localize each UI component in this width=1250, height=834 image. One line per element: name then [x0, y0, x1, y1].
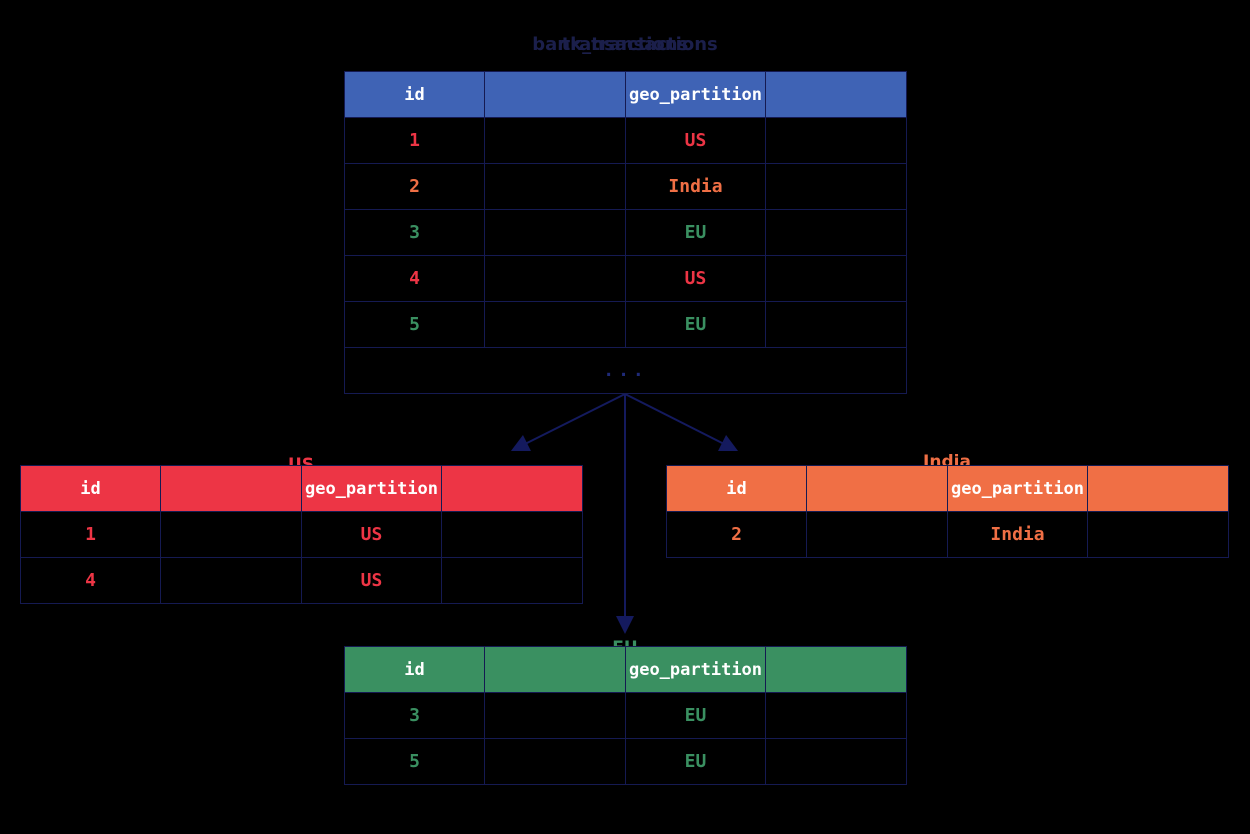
eu-partition-table: id geo_partition 3 EU 5 EU	[344, 646, 907, 785]
cell-blank-2	[441, 511, 583, 558]
table-header-row: id geo_partition	[666, 465, 1229, 512]
cell-id: 5	[344, 301, 485, 348]
table-row: 3 EU	[344, 692, 907, 739]
arrow-to-us	[510, 393, 626, 452]
cell-id: 4	[344, 255, 485, 302]
cell-blank-1	[484, 209, 626, 256]
cell-geo-partition: India	[947, 511, 1088, 558]
source-table-title-overlay: transactions	[561, 34, 689, 55]
source-table: id geo_partition 1 US 2 India 3	[344, 71, 907, 394]
column-header-geo-partition: geo_partition	[625, 646, 766, 693]
column-header-blank-2	[441, 465, 583, 512]
table-row: 5 EU	[344, 301, 907, 348]
cell-id: 2	[344, 163, 485, 210]
table-row: 1 US	[344, 117, 907, 164]
cell-blank-1	[484, 692, 626, 739]
column-header-blank-2	[1087, 465, 1229, 512]
cell-blank-1	[484, 163, 626, 210]
cell-geo-partition: EU	[625, 738, 766, 785]
cell-blank-1	[160, 511, 302, 558]
cell-blank-2	[765, 255, 907, 302]
cell-id: 4	[20, 557, 161, 604]
column-header-blank-1	[484, 646, 626, 693]
column-header-id: id	[666, 465, 807, 512]
cell-geo-partition: EU	[625, 209, 766, 256]
cell-id: 5	[344, 738, 485, 785]
cell-id: 1	[20, 511, 161, 558]
cell-id: 3	[344, 209, 485, 256]
cell-geo-partition: US	[301, 557, 442, 604]
column-header-geo-partition: geo_partition	[625, 71, 766, 118]
cell-id: 3	[344, 692, 485, 739]
table-row: 1 US	[20, 511, 583, 558]
cell-geo-partition: India	[625, 163, 766, 210]
cell-blank-2	[765, 163, 907, 210]
table-header-row: id geo_partition	[344, 646, 907, 693]
cell-geo-partition: EU	[625, 301, 766, 348]
cell-blank-2	[1087, 511, 1229, 558]
cell-blank-2	[441, 557, 583, 604]
cell-id: 2	[666, 511, 807, 558]
cell-blank-1	[484, 738, 626, 785]
column-header-blank-1	[160, 465, 302, 512]
column-header-id: id	[344, 71, 485, 118]
more-rows-indicator: ...	[344, 347, 907, 394]
cell-id: 1	[344, 117, 485, 164]
table-header-row: id geo_partition	[20, 465, 583, 512]
cell-geo-partition: US	[625, 117, 766, 164]
cell-blank-1	[484, 117, 626, 164]
cell-geo-partition: EU	[625, 692, 766, 739]
table-row: 4 US	[344, 255, 907, 302]
arrow-to-india	[624, 393, 739, 452]
source-table-title: bank_transactions	[532, 34, 718, 55]
cell-geo-partition: US	[625, 255, 766, 302]
table-row-more: ...	[344, 347, 907, 394]
column-header-blank-1	[806, 465, 948, 512]
cell-blank-1	[484, 301, 626, 348]
cell-blank-2	[765, 738, 907, 785]
column-header-id: id	[20, 465, 161, 512]
india-partition-table: id geo_partition 2 India	[666, 465, 1229, 558]
column-header-geo-partition: geo_partition	[947, 465, 1088, 512]
table-row: 2 India	[344, 163, 907, 210]
cell-geo-partition: US	[301, 511, 442, 558]
table-row: 4 US	[20, 557, 583, 604]
cell-blank-2	[765, 209, 907, 256]
cell-blank-1	[806, 511, 948, 558]
cell-blank-1	[484, 255, 626, 302]
column-header-geo-partition: geo_partition	[301, 465, 442, 512]
cell-blank-2	[765, 692, 907, 739]
cell-blank-2	[765, 117, 907, 164]
column-header-blank-2	[765, 646, 907, 693]
table-row: 3 EU	[344, 209, 907, 256]
table-row: 5 EU	[344, 738, 907, 785]
column-header-blank-2	[765, 71, 907, 118]
us-partition-table: id geo_partition 1 US 4 US	[20, 465, 583, 604]
cell-blank-2	[765, 301, 907, 348]
column-header-id: id	[344, 646, 485, 693]
cell-blank-1	[160, 557, 302, 604]
table-row: 2 India	[666, 511, 1229, 558]
table-header-row: id geo_partition	[344, 71, 907, 118]
column-header-blank-1	[484, 71, 626, 118]
